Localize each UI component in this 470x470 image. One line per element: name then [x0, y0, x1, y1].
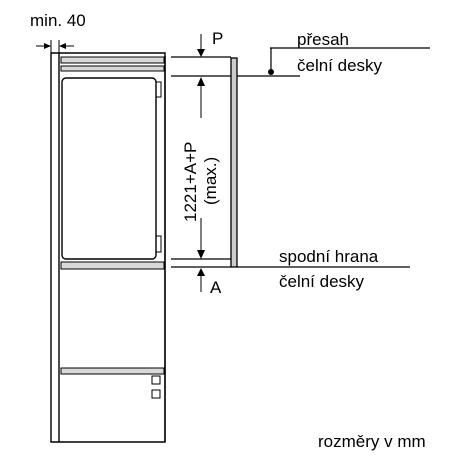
- min-gap-arrowhead-left: [44, 43, 51, 49]
- overlap-label-line1: přesah: [297, 30, 349, 49]
- height-dim-max-label: (max.): [201, 157, 220, 205]
- height-dim-label: 1221+A+P: [181, 142, 200, 222]
- fridge-hinge-bottom: [156, 235, 162, 253]
- fridge-hinge-top: [156, 81, 162, 98]
- a-arrowhead: [197, 268, 205, 276]
- bottom-edge-label-line1: spodní hrana: [279, 247, 379, 266]
- cabinet-middle-shelf: [60, 261, 165, 270]
- cabinet-hinge-bracket-2: [151, 389, 161, 399]
- p-marker-label: P: [212, 29, 223, 48]
- a-marker-label: A: [210, 278, 222, 297]
- p-arrowhead: [197, 49, 205, 57]
- height-arrowhead-bottom: [197, 250, 205, 259]
- cabinet-top-shelf: [60, 56, 165, 64]
- min-gap-label: min. 40: [30, 11, 86, 30]
- fridge-body: [61, 77, 157, 260]
- cabinet-top-trim: [60, 65, 165, 72]
- overlap-leader-dot: [268, 69, 274, 75]
- cabinet-hinge-bracket-1: [151, 375, 161, 385]
- front-panel: [230, 57, 238, 268]
- units-note: rozměry v mm: [318, 432, 426, 451]
- height-label-backdrop: [181, 118, 225, 218]
- bottom-edge-label-line2: čelní desky: [279, 272, 365, 291]
- min-gap-arrowhead-right: [59, 43, 66, 49]
- cabinet-lower-shelf: [60, 367, 165, 375]
- height-arrowhead-top: [197, 77, 205, 86]
- overlap-label-line2: čelní desky: [297, 56, 383, 75]
